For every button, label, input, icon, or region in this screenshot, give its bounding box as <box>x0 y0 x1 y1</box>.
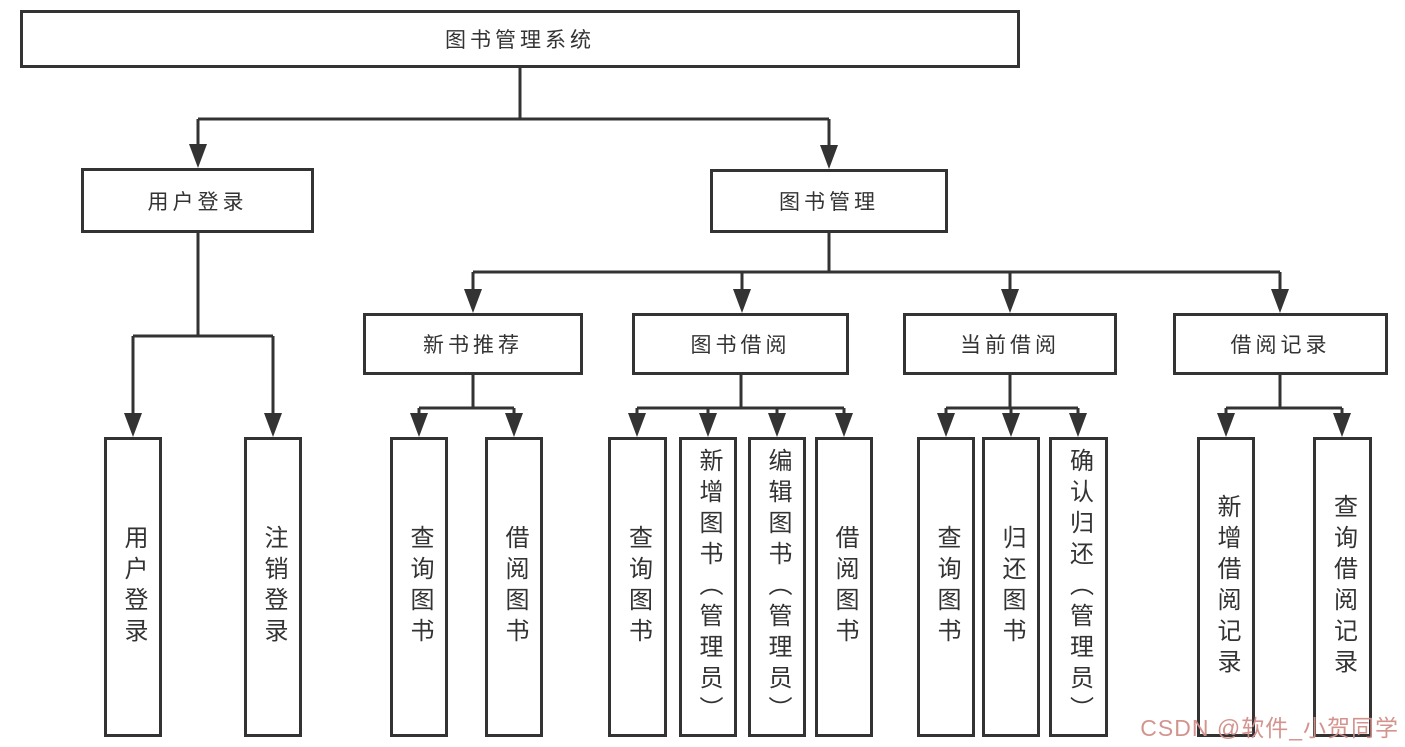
node-root-system: 图书管理系统 <box>20 10 1020 68</box>
leaf-user-login: 用户登录 <box>104 437 162 737</box>
leaf-label: 查询图书 <box>624 525 652 649</box>
leaf-label: 确认归还（管理员） <box>1065 447 1093 727</box>
leaf-label: 借阅图书 <box>501 525 528 649</box>
leaf-borrow-books: 借阅图书 <box>815 437 873 737</box>
node-current-borrow: 当前借阅 <box>903 313 1117 375</box>
watermark: CSDN @软件_小贺同学 <box>1140 715 1399 741</box>
node-book-management: 图书管理 <box>710 169 948 233</box>
node-borrow-records: 借阅记录 <box>1173 313 1388 375</box>
arrowhead-icons <box>124 144 1351 437</box>
leaf-label: 归还图书 <box>998 525 1025 649</box>
leaf-label: 新增借阅记录 <box>1213 494 1240 680</box>
leaf-label: 借阅图书 <box>831 525 858 649</box>
leaf-label: 查询借阅记录 <box>1329 494 1357 680</box>
leaf-add-books-admin: 新增图书（管理员） <box>679 437 737 737</box>
leaf-label: 查询图书 <box>933 525 960 649</box>
leaf-edit-books-admin: 编辑图书（管理员） <box>748 437 806 737</box>
leaf-logout: 注销登录 <box>244 437 302 737</box>
node-book-borrow: 图书借阅 <box>632 313 849 375</box>
leaf-confirm-return-admin: 确认归还（管理员） <box>1049 437 1108 737</box>
node-user-login: 用户登录 <box>81 168 314 233</box>
leaf-label: 查询图书 <box>406 525 433 649</box>
leaf-label: 编辑图书（管理员） <box>764 447 791 727</box>
connector-paths <box>131 68 1344 417</box>
leaf-label: 新增图书（管理员） <box>695 447 722 727</box>
leaf-query-books-borrow: 查询图书 <box>608 437 667 737</box>
leaf-label: 注销登录 <box>260 525 287 649</box>
leaf-label: 用户登录 <box>120 525 147 649</box>
leaf-add-borrow-record: 新增借阅记录 <box>1197 437 1255 737</box>
leaf-borrow-books-rec: 借阅图书 <box>485 437 543 737</box>
leaf-query-books-current: 查询图书 <box>917 437 975 737</box>
node-new-book-recommend: 新书推荐 <box>363 313 583 375</box>
leaf-query-books-rec: 查询图书 <box>390 437 448 737</box>
leaf-query-borrow-record: 查询借阅记录 <box>1313 437 1372 737</box>
leaf-return-books: 归还图书 <box>982 437 1040 737</box>
